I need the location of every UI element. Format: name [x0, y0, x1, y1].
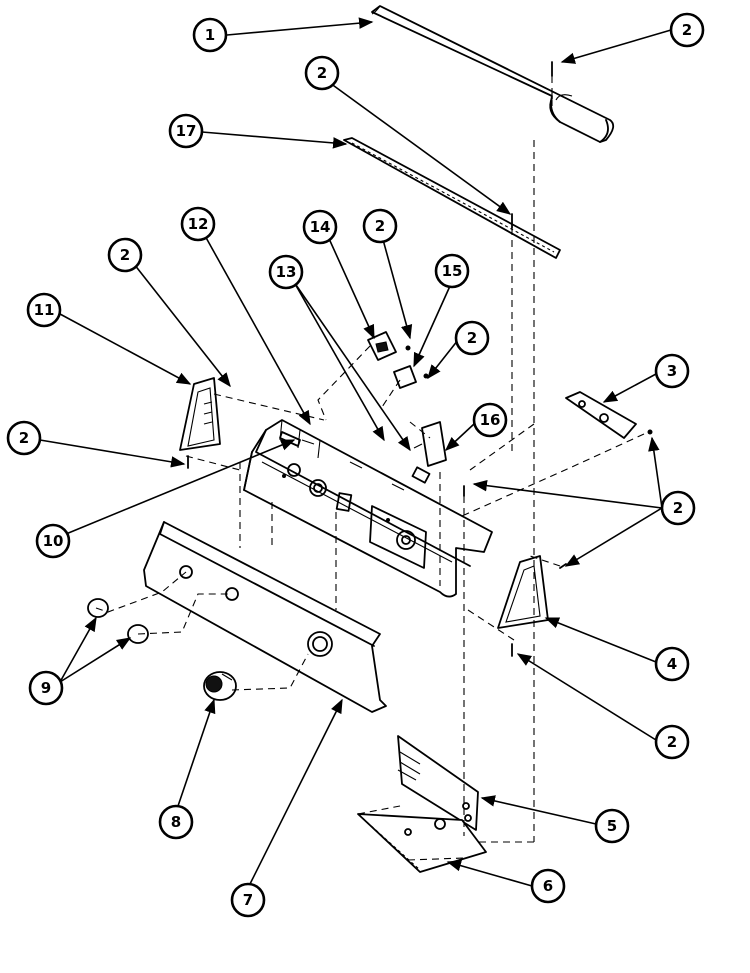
shield-part [279, 431, 301, 447]
callout-13: 13 [268, 254, 304, 290]
control-board-part [565, 391, 653, 439]
callout-label: 2 [120, 246, 130, 264]
screw-part [187, 61, 567, 657]
callout-label: 17 [176, 122, 197, 140]
timer-knob-part [203, 671, 237, 701]
callout-11: 11 [26, 292, 62, 328]
callout-label: 4 [667, 655, 677, 673]
callout-label: 7 [243, 891, 253, 909]
knob-part [87, 598, 149, 644]
callout-2: 2 [362, 208, 398, 244]
callout-2: 2 [107, 237, 143, 273]
left-end-bracket-part [179, 377, 221, 451]
right-end-bracket-part [497, 555, 549, 629]
callout-15: 15 [434, 253, 470, 289]
callout-6: 6 [530, 868, 566, 904]
callout-label: 14 [310, 218, 331, 236]
lower-bracket-part [397, 735, 479, 831]
trim-strip-part [343, 137, 561, 259]
callout-label: 6 [543, 877, 553, 895]
front-console-panel-part [143, 521, 387, 713]
callout-label: 12 [188, 215, 209, 233]
callout-label: 8 [171, 813, 181, 831]
callout-2: 2 [6, 420, 42, 456]
callout-label: 9 [41, 679, 51, 697]
mounting-bracket-part [413, 421, 447, 467]
callout-14: 14 [302, 209, 338, 245]
callout-label: 5 [607, 817, 617, 835]
callout-label: 10 [43, 532, 64, 550]
callout-2: 2 [669, 12, 705, 48]
callout-12: 12 [180, 206, 216, 242]
callout-label: 13 [276, 263, 297, 281]
callout-9: 9 [28, 670, 64, 706]
base-plate-part [357, 813, 487, 873]
top-cover-part [371, 5, 615, 143]
callout-2: 2 [304, 55, 340, 91]
callout-2: 2 [654, 724, 690, 760]
callout-8: 8 [158, 804, 194, 840]
control-panel-housing-part [243, 419, 493, 598]
callout-label: 2 [467, 329, 477, 347]
callout-4: 4 [654, 646, 690, 682]
callout-label: 3 [667, 362, 677, 380]
callout-2: 2 [454, 320, 490, 356]
callout-label: 2 [682, 21, 692, 39]
callout-7: 7 [230, 882, 266, 918]
callout-1: 1 [192, 17, 228, 53]
callout-2: 2 [660, 490, 696, 526]
callout-16: 16 [472, 402, 508, 438]
callout-3: 3 [654, 353, 690, 389]
callout-10: 10 [35, 523, 71, 559]
callout-label: 2 [673, 499, 683, 517]
callout-label: 2 [317, 64, 327, 82]
switch-part [367, 331, 411, 361]
callout-label: 11 [34, 301, 55, 319]
callout-17: 17 [168, 113, 204, 149]
callout-label: 15 [442, 262, 463, 280]
callout-label: 2 [375, 217, 385, 235]
callout-label: 2 [19, 429, 29, 447]
callout-label: 16 [480, 411, 501, 429]
callout-label: 2 [667, 733, 677, 751]
callout-label: 1 [205, 26, 215, 44]
small-switch-part [393, 365, 429, 389]
leader-lines [39, 17, 672, 887]
callout-5: 5 [594, 808, 630, 844]
